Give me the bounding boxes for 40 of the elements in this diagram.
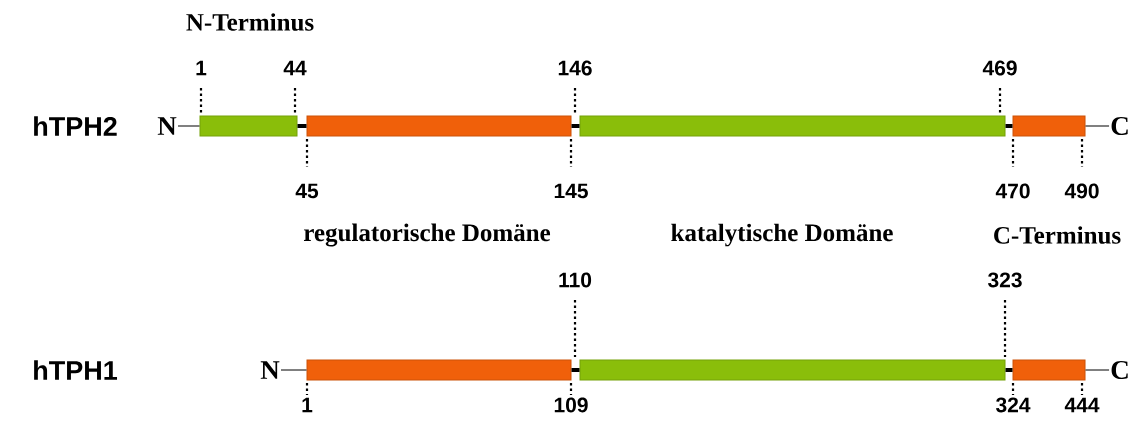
terminus-letter: C <box>1111 360 1128 380</box>
domain-bar <box>1012 359 1086 381</box>
terminus-letter: N <box>157 117 177 135</box>
domain-bar <box>579 359 1006 381</box>
position-number: 45 <box>295 183 319 199</box>
position-number: 146 <box>558 60 592 76</box>
position-number: 490 <box>1064 183 1099 199</box>
region-label: C-Terminus <box>994 226 1121 244</box>
protein-name: hTPH2 <box>34 116 117 136</box>
position-number: 469 <box>982 60 1017 76</box>
terminal-line <box>280 369 307 371</box>
domain-bar <box>1012 115 1086 137</box>
linker-line <box>571 368 580 372</box>
position-number: 109 <box>554 397 588 413</box>
position-number: 323 <box>988 272 1022 288</box>
region-label: katalytische Domäne <box>671 223 893 247</box>
linker-line <box>1005 124 1013 128</box>
terminal-line <box>177 125 200 127</box>
domain-bar <box>199 115 298 137</box>
position-number: 470 <box>995 183 1030 199</box>
position-number: 110 <box>559 272 592 288</box>
position-number: 1 <box>302 397 313 413</box>
terminus-letter: C <box>1111 116 1128 136</box>
position-number: 1 <box>196 60 207 76</box>
terminal-line <box>1085 125 1110 127</box>
region-label: N-Terminus <box>186 13 314 31</box>
protein-name: hTPH1 <box>34 360 117 380</box>
terminal-line <box>1085 369 1110 371</box>
position-number: 324 <box>996 397 1031 413</box>
domain-bar <box>306 359 572 381</box>
position-number: 145 <box>554 183 588 199</box>
position-number: 44 <box>283 60 307 76</box>
linker-line <box>297 124 307 128</box>
terminus-letter: N <box>260 361 280 379</box>
position-number: 444 <box>1064 397 1100 413</box>
linker-line <box>1005 368 1013 372</box>
domain-bar <box>306 115 572 137</box>
linker-line <box>571 124 580 128</box>
region-label: regulatorische Domäne <box>303 223 551 247</box>
domain-bar <box>579 115 1006 137</box>
